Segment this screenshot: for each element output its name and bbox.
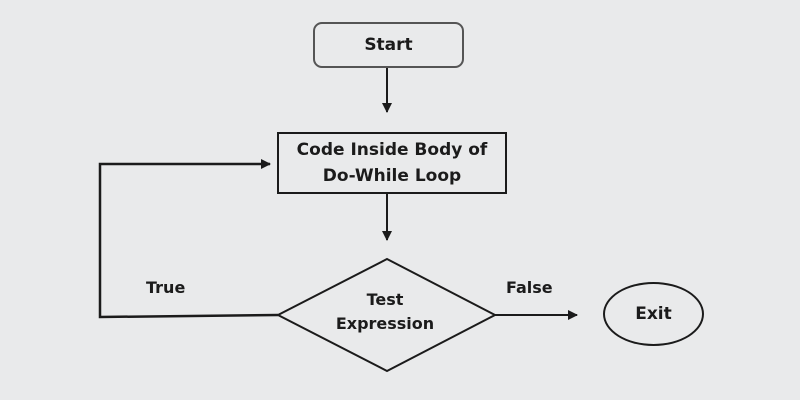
process-node: Code Inside Body of Do-While Loop: [277, 132, 507, 194]
process-label-line1: Code Inside Body of: [296, 140, 488, 160]
process-label-line2: Do-While Loop: [322, 166, 462, 186]
arrow-true-loop-back: [98, 159, 279, 319]
start-node: Start: [313, 22, 464, 68]
process-text: Code Inside Body of Do-While Loop: [297, 137, 488, 189]
exit-node: Exit: [603, 282, 704, 346]
decision-label-line1: Test: [366, 290, 404, 309]
true-edge-label: True: [146, 278, 186, 297]
decision-diamond: [275, 257, 498, 373]
decision-label-line2: Expression: [335, 314, 435, 333]
decision-text: Test Expression: [300, 288, 470, 336]
false-edge-label: False: [506, 278, 553, 297]
start-label: Start: [364, 35, 413, 55]
exit-label: Exit: [635, 304, 672, 324]
